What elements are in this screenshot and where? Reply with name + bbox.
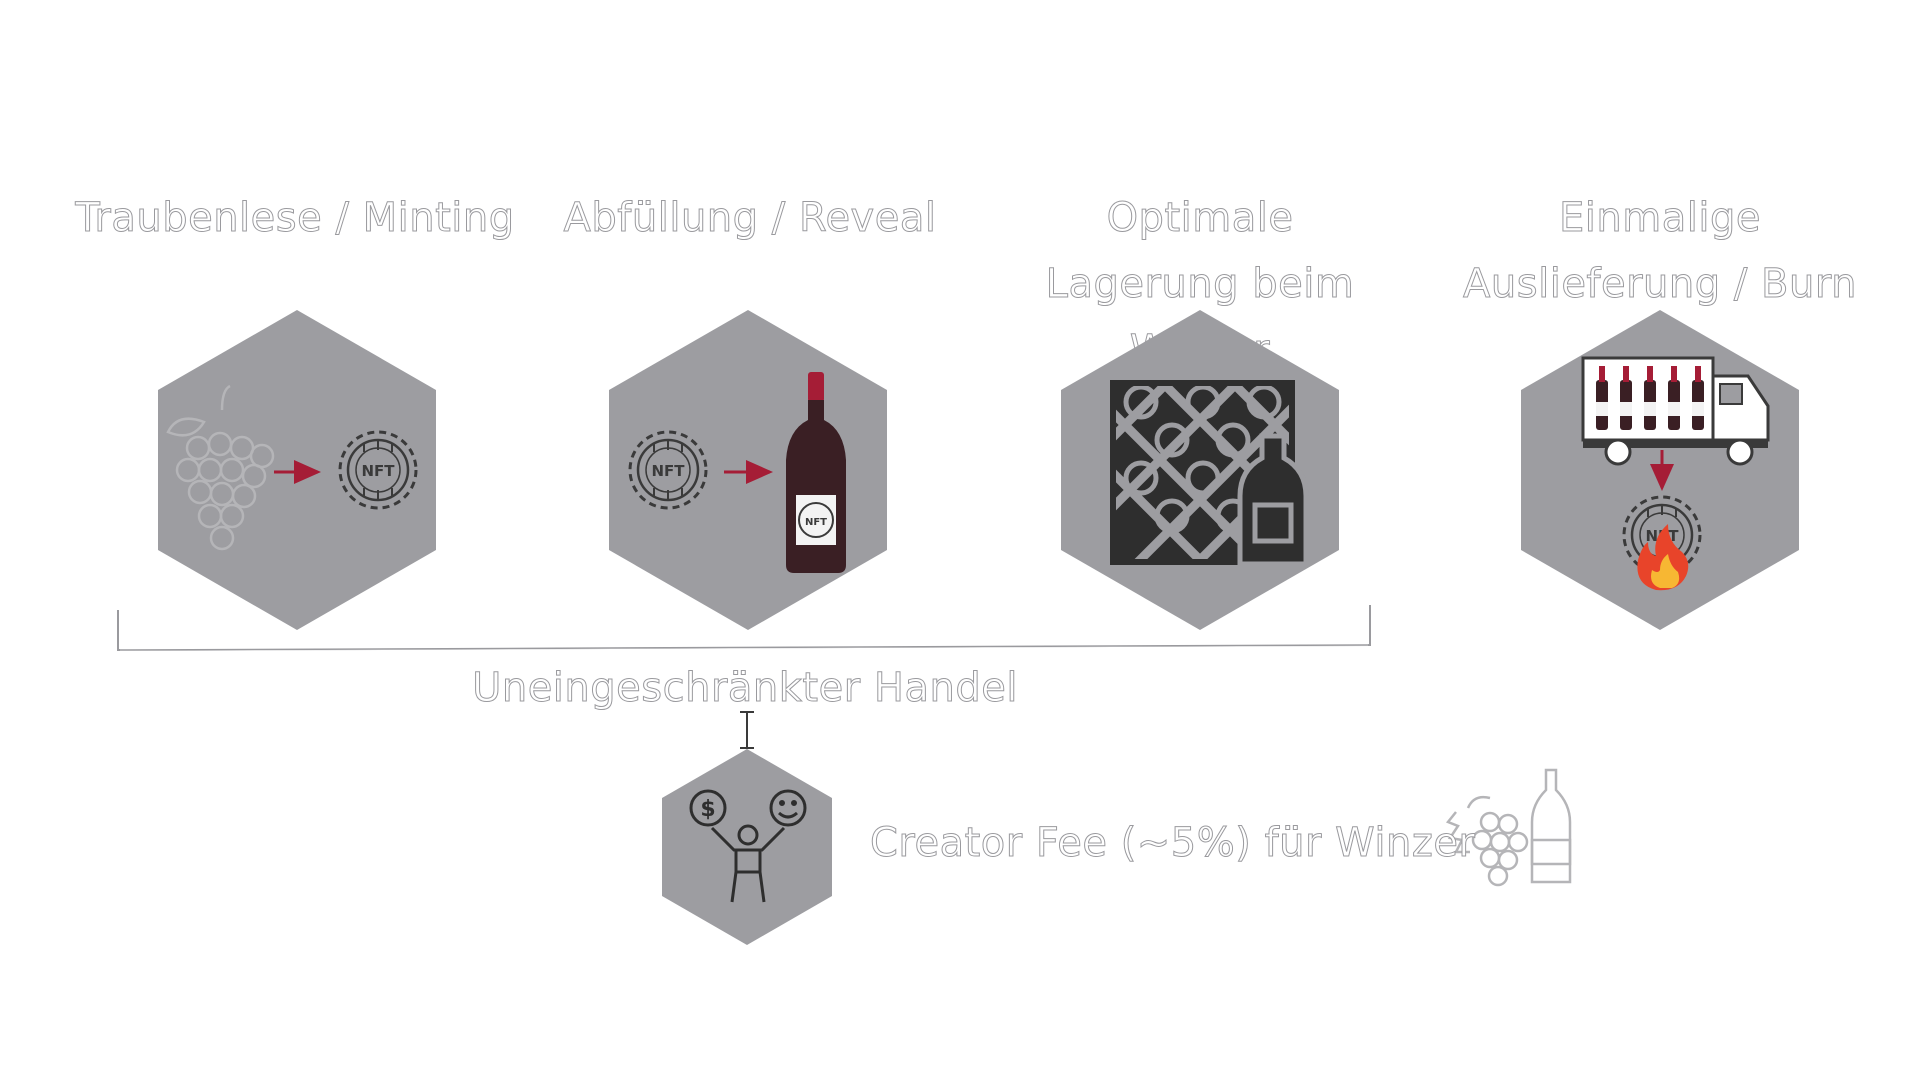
step-title-reveal: Abfüllung / Reveal (563, 195, 937, 242)
fire-icon (1637, 524, 1689, 591)
delivery-truck-icon (1581, 356, 1770, 466)
svg-text:NFT: NFT (805, 517, 827, 528)
step-title-delivery: Einmalige Auslieferung / Burn (1463, 195, 1857, 308)
grapes-bottle-icon (1445, 768, 1572, 887)
trade-bracket-inner (117, 644, 1371, 651)
grapes-icon (166, 384, 275, 551)
creator-fee-label: Creator Fee (~5%) für Winzer (870, 820, 1476, 867)
step-title-minting: Traubenlese / Minting (75, 195, 515, 242)
wine-bottle-icon: NFT (786, 372, 846, 573)
happy-trader-icon: $ (689, 789, 807, 903)
svg-text:$: $ (700, 797, 715, 822)
hexagon-trader (662, 749, 832, 945)
wine-rack-icon (1110, 380, 1309, 567)
trade-label: Uneingeschränkter Handel (472, 665, 1018, 712)
